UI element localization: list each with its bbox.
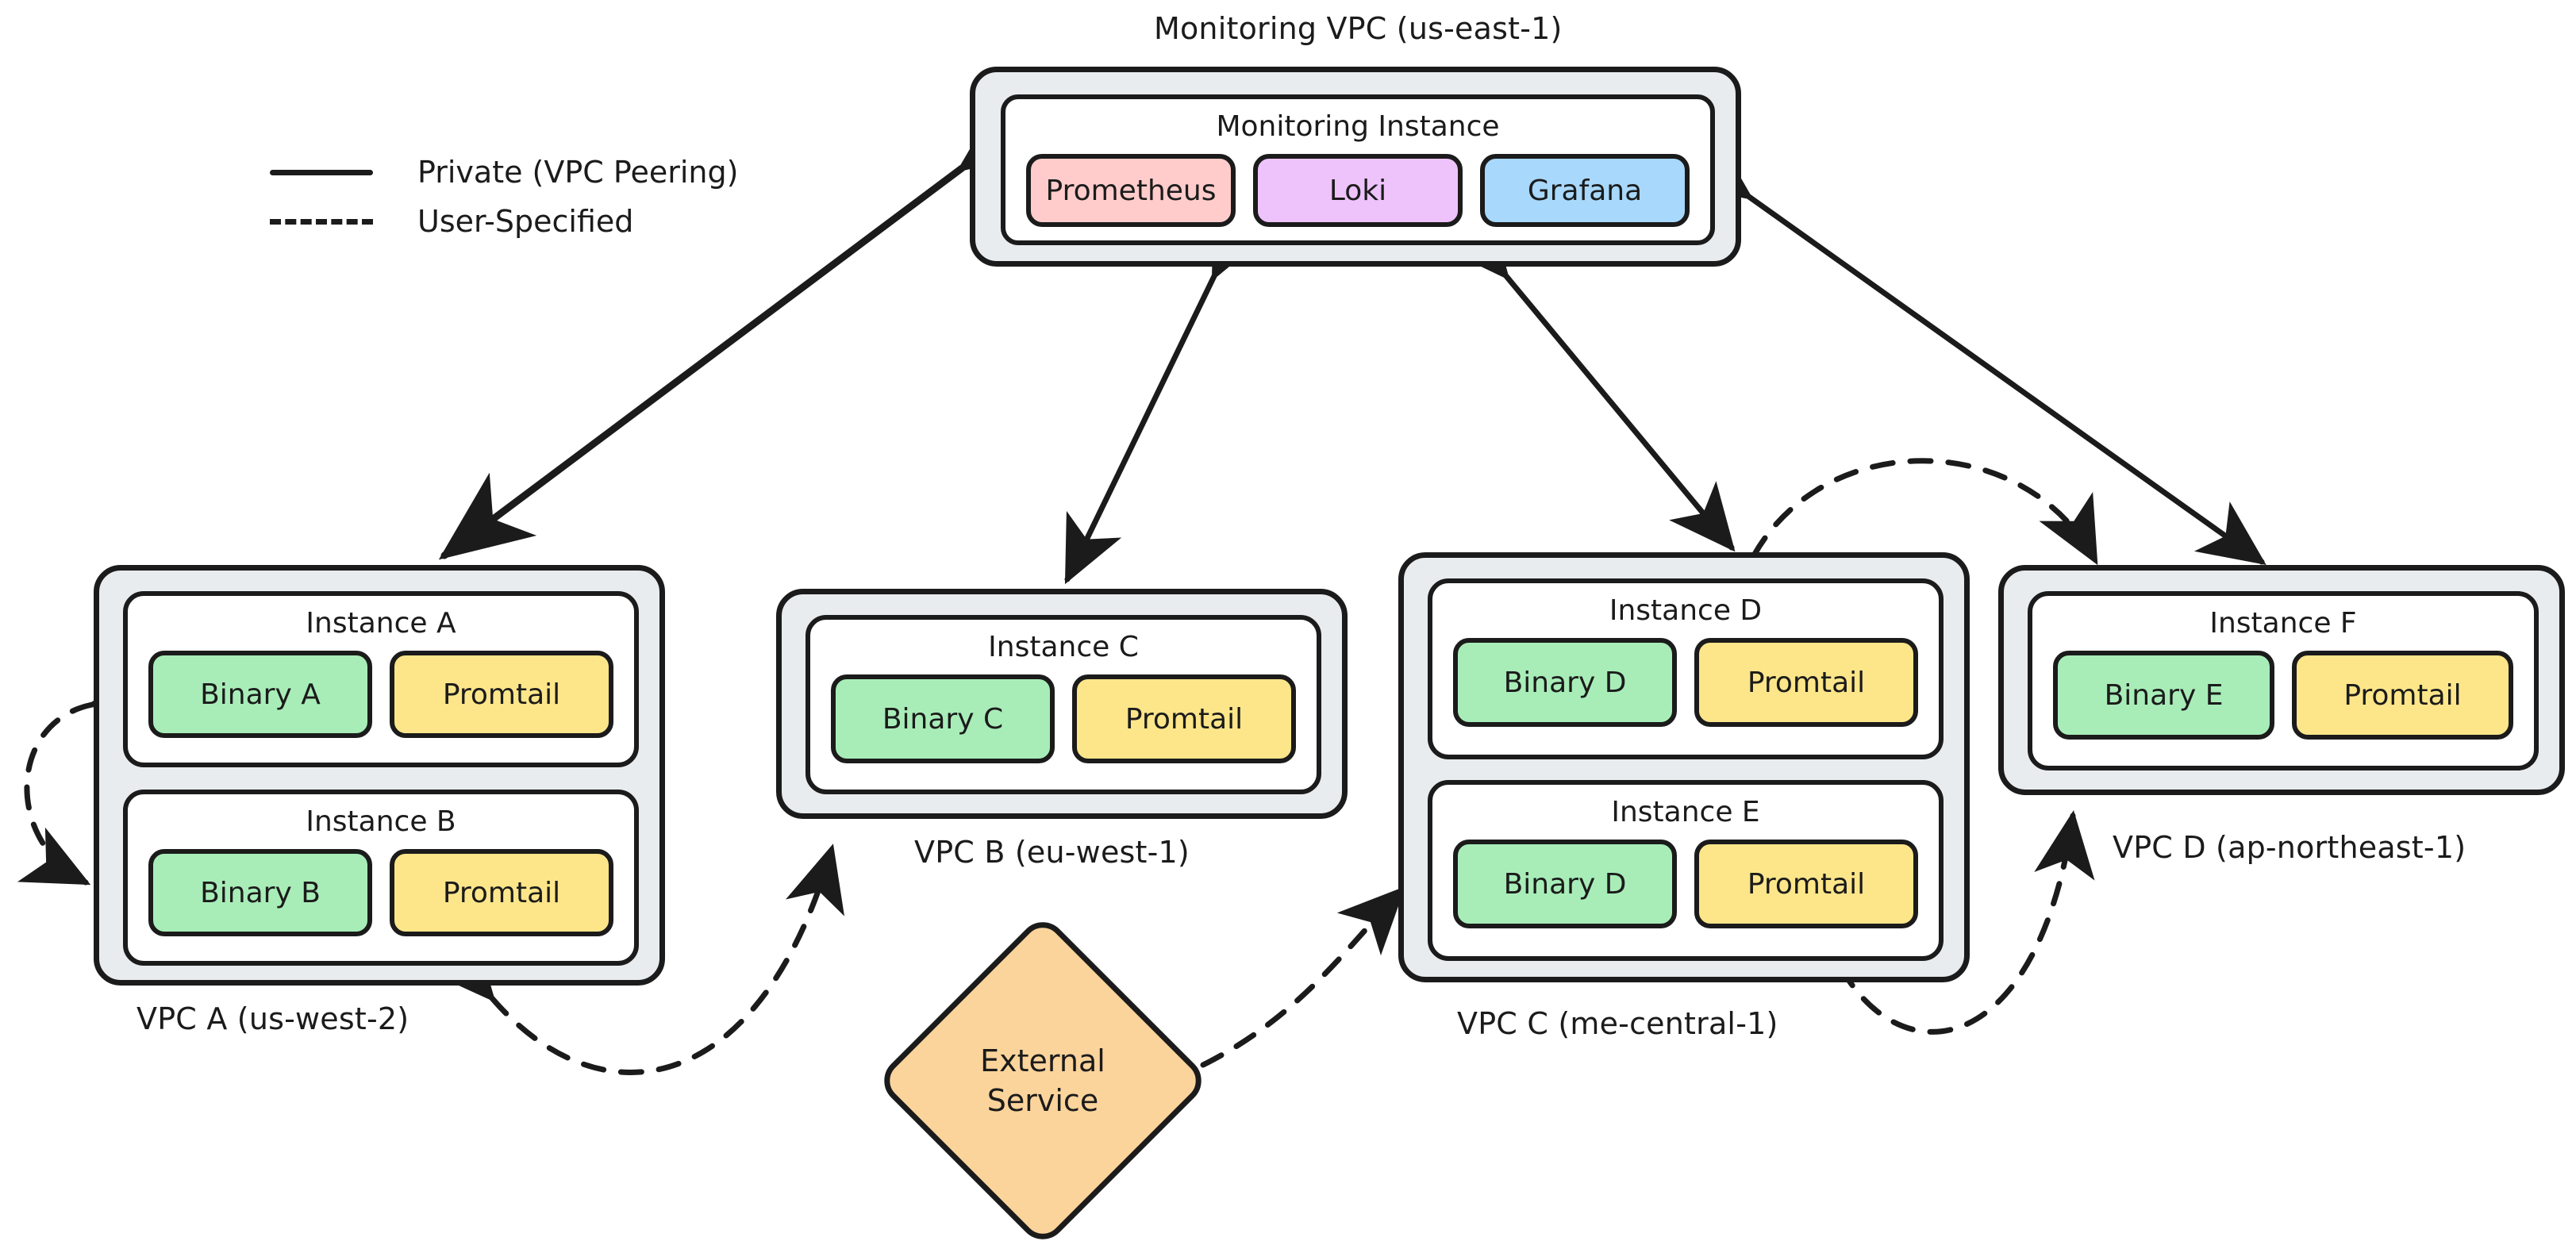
instance-f[interactable]: Instance F Binary E Promtail [2028, 591, 2539, 770]
service-promtail-a[interactable]: Promtail [390, 651, 613, 738]
legend-item-private: Private (VPC Peering) [270, 148, 738, 197]
instance-b-title: Instance B [306, 805, 456, 838]
instance-c[interactable]: Instance C Binary C Promtail [805, 615, 1321, 794]
vpc-a-container[interactable]: Instance A Binary A Promtail Instance B … [94, 565, 665, 986]
vpc-d-container[interactable]: Instance F Binary E Promtail [1998, 565, 2565, 795]
instance-b-service-row: Binary B Promtail [128, 849, 634, 936]
external-service-line2: Service [986, 1083, 1099, 1118]
edge-external-service-vpc-c [1200, 886, 1405, 1068]
service-binary-d[interactable]: Binary D [1453, 638, 1677, 727]
monitoring-vpc-container[interactable]: Monitoring Instance Prometheus Loki Graf… [970, 67, 1741, 267]
vpc-c-label: VPC C (me-central-1) [1457, 1006, 1778, 1041]
vpc-b-label: VPC B (eu-west-1) [914, 835, 1190, 870]
edge-vpc-c-vpc-d-upper [1697, 458, 2098, 624]
dashed-line-icon [270, 213, 381, 230]
service-promtail-e[interactable]: Promtail [1694, 840, 1918, 928]
instance-a-service-row: Binary A Promtail [128, 651, 634, 738]
legend-label-user-specified: User-Specified [417, 204, 634, 239]
external-service-node[interactable]: External Service [874, 912, 1212, 1245]
vpc-a-label: VPC A (us-west-2) [136, 1001, 409, 1036]
vpc-c-container[interactable]: Instance D Binary D Promtail Instance E … [1398, 552, 1970, 982]
monitoring-instance-title: Monitoring Instance [1216, 110, 1500, 143]
service-promtail-f[interactable]: Promtail [2292, 651, 2513, 740]
external-service-line1: External [980, 1043, 1105, 1078]
instance-a[interactable]: Instance A Binary A Promtail [123, 591, 639, 767]
external-service-label: External Service [876, 946, 1209, 1216]
edge-monitoring-vpc-d [1681, 136, 2266, 566]
service-prometheus[interactable]: Prometheus [1026, 154, 1236, 227]
vpc-b-container[interactable]: Instance C Binary C Promtail [776, 589, 1348, 819]
service-binary-d-e[interactable]: Binary D [1453, 840, 1677, 928]
vpc-d-label: VPC D (ap-northeast-1) [2113, 830, 2466, 865]
legend-item-user-specified: User-Specified [270, 197, 738, 246]
legend-label-private: Private (VPC Peering) [417, 155, 739, 190]
monitoring-service-row: Prometheus Loki Grafana [1005, 154, 1710, 227]
instance-d[interactable]: Instance D Binary D Promtail [1428, 578, 1944, 759]
service-binary-a[interactable]: Binary A [148, 651, 372, 738]
instance-d-title: Instance D [1609, 594, 1763, 627]
instance-f-title: Instance F [2209, 607, 2357, 640]
instance-f-service-row: Binary E Promtail [2032, 651, 2534, 740]
solid-line-icon [270, 163, 381, 181]
service-binary-b[interactable]: Binary B [148, 849, 372, 936]
instance-e[interactable]: Instance E Binary D Promtail [1428, 780, 1944, 961]
instance-c-service-row: Binary C Promtail [810, 674, 1317, 763]
edge-monitoring-vpc-b [1064, 207, 1269, 585]
service-binary-e[interactable]: Binary E [2053, 651, 2274, 740]
monitoring-instance[interactable]: Monitoring Instance Prometheus Loki Graf… [1001, 94, 1715, 245]
instance-e-title: Instance E [1611, 796, 1760, 828]
service-promtail-b[interactable]: Promtail [390, 849, 613, 936]
instance-d-service-row: Binary D Promtail [1432, 638, 1939, 727]
service-promtail-c[interactable]: Promtail [1072, 674, 1296, 763]
legend: Private (VPC Peering) User-Specified [270, 148, 738, 246]
instance-a-title: Instance A [306, 607, 456, 640]
service-binary-c[interactable]: Binary C [831, 674, 1055, 763]
service-loki[interactable]: Loki [1253, 154, 1463, 227]
monitoring-vpc-label: Monitoring VPC (us-east-1) [1154, 11, 1563, 46]
service-promtail-d[interactable]: Promtail [1694, 638, 1918, 727]
instance-c-title: Instance C [988, 631, 1139, 663]
instance-e-service-row: Binary D Promtail [1432, 840, 1939, 928]
instance-b[interactable]: Instance B Binary B Promtail [123, 790, 639, 966]
edge-instance-a-instance-b [17, 662, 159, 886]
service-grafana[interactable]: Grafana [1480, 154, 1690, 227]
edge-monitoring-vpc-c [1444, 209, 1736, 552]
